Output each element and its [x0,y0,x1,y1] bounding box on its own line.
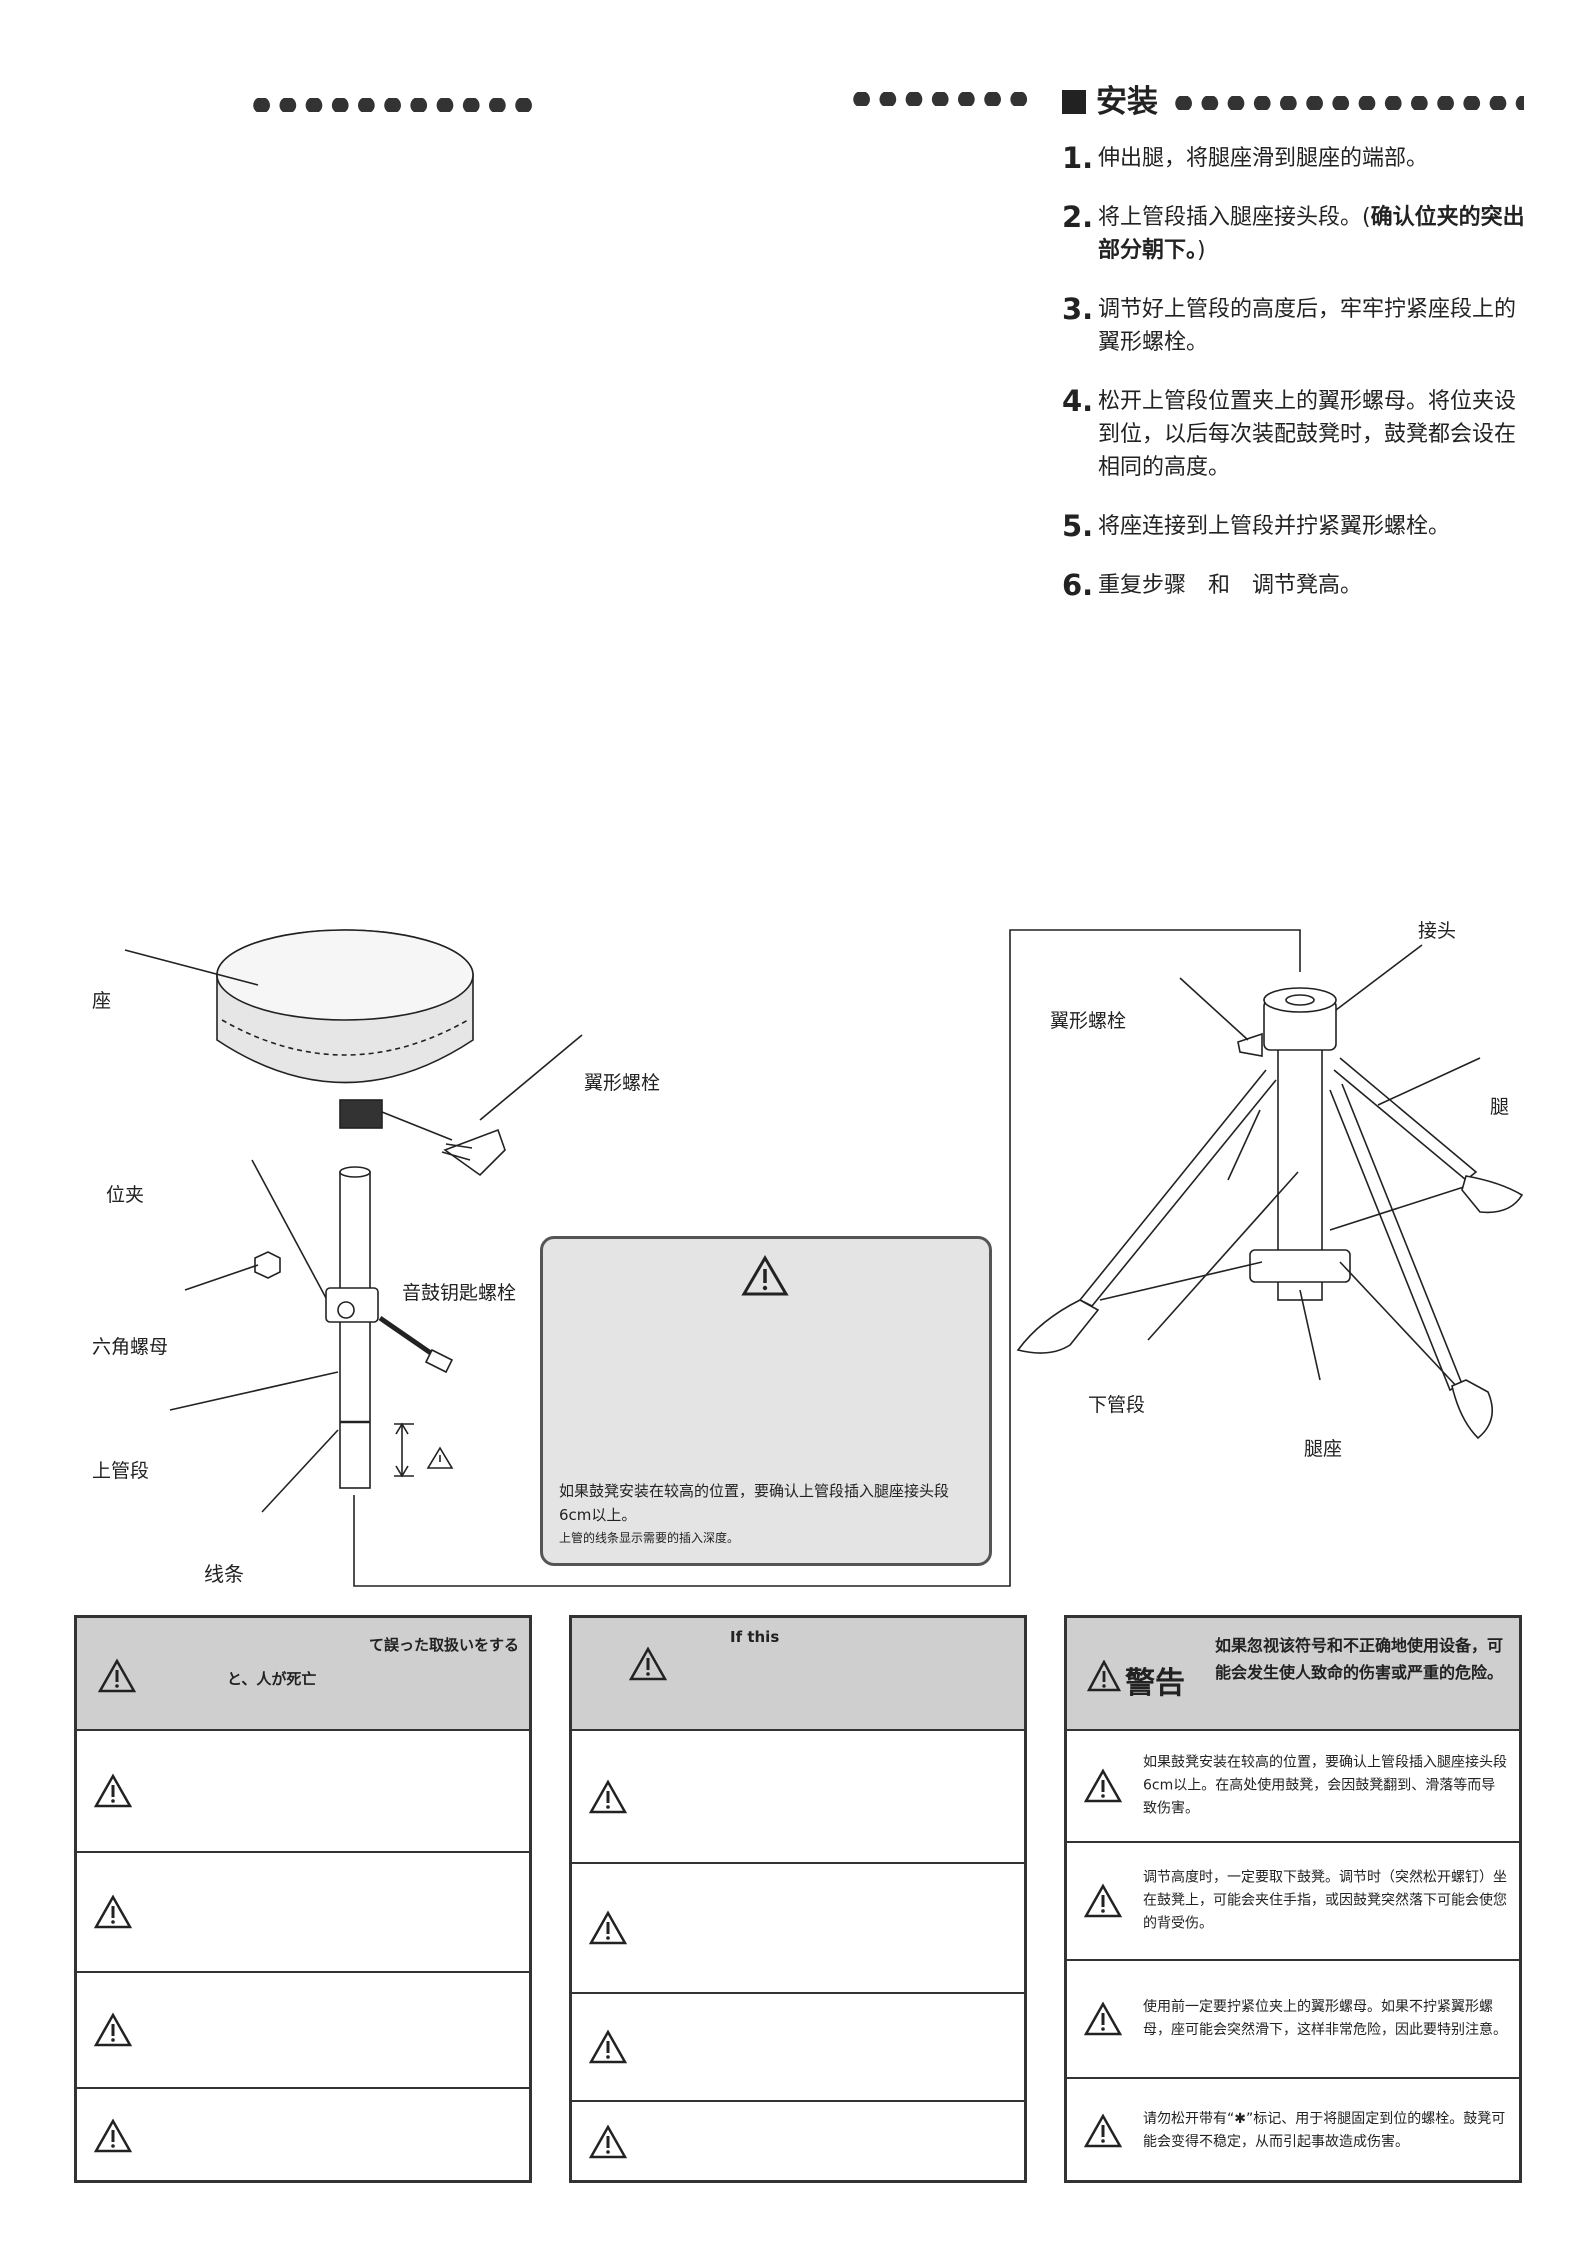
upper-tube-drawing [254,1166,454,1489]
warning-triangle-icon [93,1773,133,1808]
warning-item-text: 请勿松开带有“✱”标记、用于将腿固定到位的螺栓。鼓凳可能会变得不稳定，从而引起事… [1143,2111,1506,2150]
warning-row: 使用前一定要拧紧位夹上的翼形螺母。如果不拧紧翼形螺母，座可能会突然滑下，这样非常… [1067,1961,1519,2079]
caution-triangle-icon [426,1446,454,1469]
label-lower-tube: 下管段 [1088,1394,1146,1416]
dotted-rule-right: ●●●●●●●●●●●●●●●●●●●● [1174,96,1524,110]
warning-triangle-icon [93,2117,133,2152]
label-wing-bolt-right: 翼形螺栓 [1050,1010,1127,1032]
warning-triangle-icon [97,1658,137,1693]
warning-triangle-icon [741,1255,789,1296]
section-title: 安装 [1062,76,1158,121]
warning-triangle-icon [93,1894,133,1929]
seat-drawing [216,929,474,1129]
label-leg: 腿 [1490,1096,1510,1118]
warning-item-text: 调节高度时，一定要取下鼓凳。调节时（突然松开螺钉）坐在鼓凳上，可能会夹住手指，或… [1143,1869,1507,1932]
warning-header-text: 如果忽视该符号和不正确地使用设备，可能会发生使人致命的伤害或严重的危险。 [1215,1636,1504,1682]
label-leg-base: 腿座 [1304,1438,1343,1460]
warning-triangle-icon [1087,1660,1121,1692]
warning-row [572,1731,1024,1864]
warning-box-chinese: 警告 如果忽视该符号和不正确地使用设备，可能会发生使人致命的伤害或严重的危险。 … [1064,1615,1522,2183]
warning-triangle-icon [1083,1768,1123,1803]
label-drum-key-bolt: 音鼓钥匙螺栓 [402,1282,517,1304]
assembly-illustration [124,929,1524,1587]
wing-bolt-drawing [381,1111,506,1177]
warning-row: 如果鼓凳安装在较高的位置，要确认上管段插入腿座接头段6cm以上。在高处使用鼓凳，… [1067,1731,1519,1843]
step-4: 4. 松开上管段位置夹上的翼形螺母。将位夹设到位，以后每次装配鼓凳时，鼓凳都会设… [1062,384,1517,481]
warning-box-japanese: て誤った取扱いをする と、人が死亡 [74,1615,532,2183]
warning-triangle-icon [588,2029,628,2064]
warning-triangle-icon [588,1910,628,1945]
warning-triangle-icon [1083,1883,1123,1918]
warning-box-english: If this [569,1615,1027,2183]
warning-row [572,1994,1024,2102]
warning-row: 请勿松开带有“✱”标记、用于将腿固定到位的螺栓。鼓凳可能会变得不稳定，从而引起事… [1067,2079,1519,2183]
warning-triangle-icon [588,1778,628,1813]
warning-header-japanese: て誤った取扱いをする と、人が死亡 [77,1618,529,1731]
warning-row: 调节高度时，一定要取下鼓凳。调节时（突然松开螺钉）坐在鼓凳上，可能会夹住手指，或… [1067,1843,1519,1961]
label-wing-bolt-left: 翼形螺栓 [584,1072,661,1094]
warning-item-text: 使用前一定要拧紧位夹上的翼形螺母。如果不拧紧翼形螺母，座可能会突然滑下，这样非常… [1143,1999,1507,2038]
warning-row [77,1973,529,2089]
warning-triangle-icon [628,1646,668,1681]
caution-box: 如果鼓凳安装在较高的位置，要确认上管段插入腿座接头段6cm以上。 上管的线条显示… [540,1236,992,1566]
warning-header-chinese: 警告 如果忽视该符号和不正确地使用设备，可能会发生使人致命的伤害或严重的危险。 [1067,1618,1519,1731]
dotted-rule-left: ●●●●●●●●●●●●●●●● [252,98,536,112]
step-5: 5. 将座连接到上管段并拧紧翼形螺栓。 [1062,509,1451,543]
warning-row [572,1864,1024,1994]
warning-header-english: If this [572,1618,1024,1731]
warning-item-text: 如果鼓凳安装在较高的位置，要确认上管段插入腿座接头段6cm以上。在高处使用鼓凳，… [1143,1754,1507,1817]
label-seat: 座 [92,990,112,1012]
caution-text-note: 上管的线条显示需要的插入深度。 [559,1531,740,1545]
warning-row [572,2102,1024,2182]
steps-list: 1. 伸出腿，将腿座滑到腿座的端部。 2. 将上管段插入腿座接头段。(确认位夹的… [1062,142,1532,628]
dotted-rule-middle: ●●●●●●●●●● [852,92,1034,106]
warning-title: 警告 [1125,1666,1185,1701]
warning-triangle-icon [588,2124,628,2159]
warning-triangle-icon [1083,2001,1123,2036]
leg-base-drawing [1016,987,1524,1440]
warning-triangle-icon [93,2012,133,2047]
step-6: 6. 重复步骤 和 调节凳高。 [1062,568,1363,602]
warning-row [77,1853,529,1973]
label-line: 线条 [204,1562,244,1586]
warning-row [77,2089,529,2182]
label-joint: 接头 [1418,920,1457,942]
step-1: 1. 伸出腿，将腿座滑到腿座的端部。 [1062,141,1429,175]
square-bullet-icon [1062,90,1086,114]
step-2: 2. 将上管段插入腿座接头段。(确认位夹的突出部分朝下。) [1062,200,1525,264]
label-hex-nut: 六角螺母 [92,1336,169,1358]
label-upper-tube: 上管段 [92,1460,150,1482]
warning-row [77,1731,529,1853]
step-3: 3. 调节好上管段的高度后，牢牢拧紧座段上的翼形螺栓。 [1062,292,1517,356]
caution-text-main: 如果鼓凳安装在较高的位置，要确认上管段插入腿座接头段6cm以上。 [559,1482,950,1524]
warning-triangle-icon [1083,2113,1123,2148]
label-position-clamp: 位夹 [106,1184,145,1206]
